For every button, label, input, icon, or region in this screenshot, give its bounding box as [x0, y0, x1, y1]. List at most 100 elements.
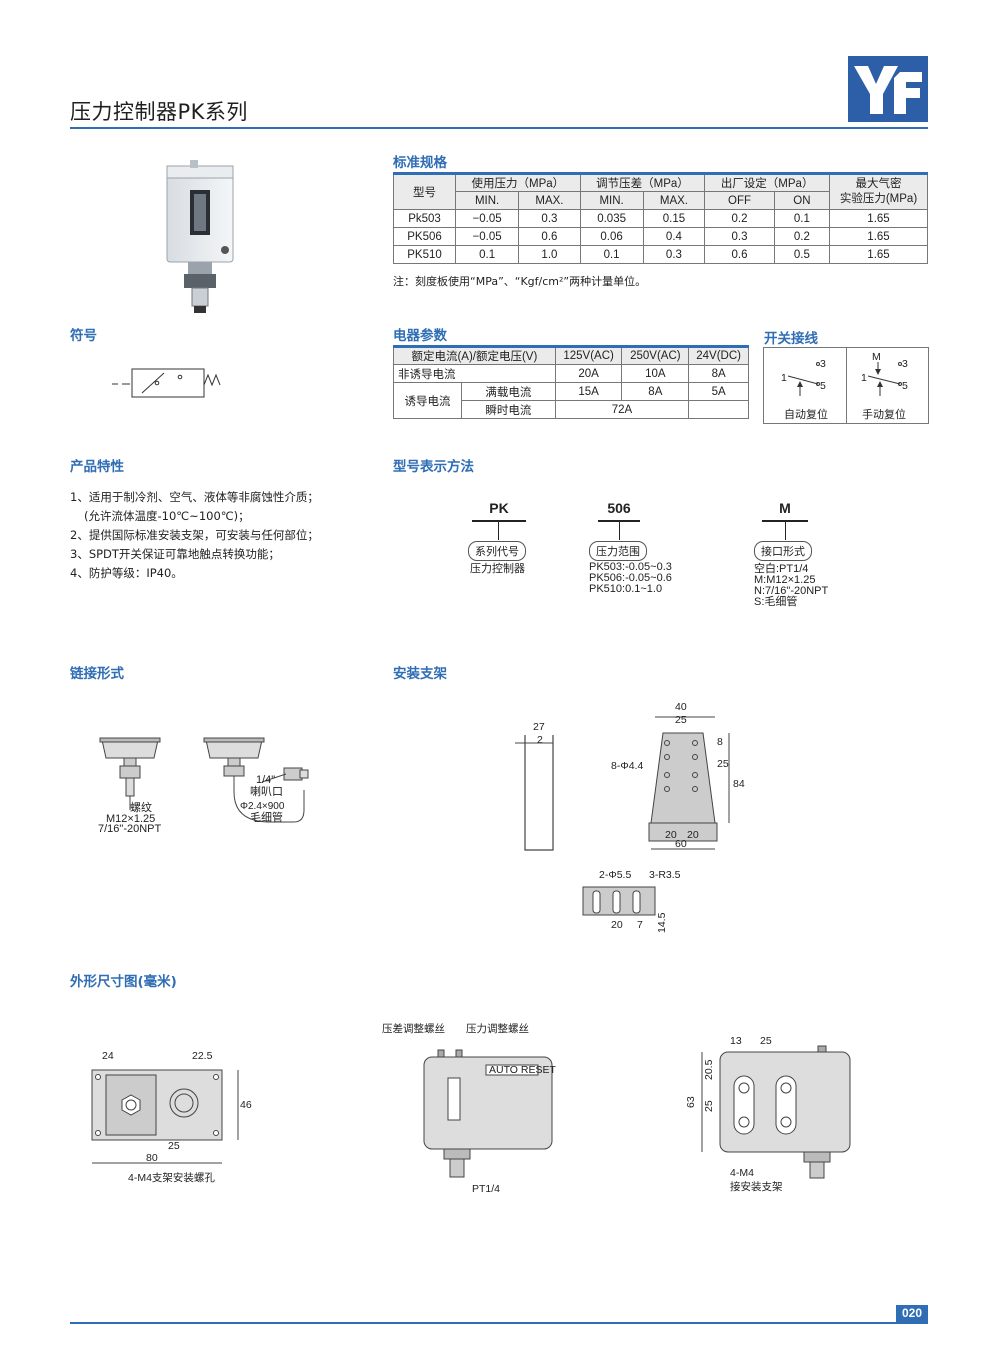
svg-text:4-M4: 4-M4 [730, 1167, 754, 1179]
model-tick-2 [619, 522, 620, 540]
model-code-pk: PK [489, 500, 509, 516]
model-code-506: 506 [607, 500, 631, 516]
svg-text:8: 8 [717, 736, 723, 748]
svg-text:20: 20 [687, 829, 699, 841]
elec-table: 额定电流(A)/额定电压(V) 125V(AC) 250V(AC) 24V(DC… [393, 345, 749, 419]
svg-text:PT1/4: PT1/4 [472, 1183, 500, 1195]
yf-logo [848, 56, 928, 122]
svg-text:20: 20 [665, 829, 677, 841]
th-125v: 125V(AC) [554, 346, 623, 365]
svg-text:2: 2 [537, 734, 543, 746]
list-item: 1、适用于制冷剂、空气、液体等非腐蚀性介质； [70, 490, 319, 504]
section-symbol: 符号 [70, 328, 97, 344]
section-model: 型号表示方法 [393, 459, 474, 475]
model-rule-3 [762, 520, 808, 522]
svg-text:1: 1 [781, 372, 787, 384]
model-rule-2 [598, 520, 640, 522]
conn-flare: 喇叭口 [250, 786, 283, 798]
th-diff: 调节压差（MPa） [579, 173, 706, 192]
page-number: 020 [896, 1305, 928, 1322]
svg-text:63: 63 [685, 1096, 697, 1108]
svg-text:5: 5 [902, 380, 908, 392]
th-max1: MAX. [518, 191, 581, 210]
svg-text:22.5: 22.5 [192, 1050, 213, 1062]
svg-text:14.5: 14.5 [656, 912, 668, 933]
th-on: ON [773, 191, 831, 210]
model-desc-1: 压力控制器 [470, 563, 525, 575]
svg-text:5: 5 [820, 380, 826, 392]
spec-table: 型号 使用压力（MPa） 调节压差（MPa） 出厂设定（MPa） 最大气密实验压… [393, 172, 928, 264]
svg-text:压差调整螺丝: 压差调整螺丝 [382, 1022, 445, 1035]
label-auto-reset: 自动复位 [784, 409, 828, 421]
spec-note: 注：刻度板使用“MPa”、“Kgf/cm²”两种计量单位。 [393, 275, 647, 288]
model-code-m: M [779, 500, 791, 516]
switch-diagram: 3 1 5 M 3 1 5 [781, 351, 908, 396]
svg-text:24: 24 [102, 1050, 114, 1062]
section-connection: 链接形式 [70, 666, 124, 682]
svg-text:13: 13 [730, 1035, 742, 1047]
pill-range: 压力范围 [589, 540, 647, 561]
svg-text:84: 84 [733, 778, 745, 790]
conn-m12: M12×1.25 [106, 813, 156, 825]
list-item: 4、防护等级：IP40。 [70, 566, 183, 580]
header-rule [70, 127, 928, 129]
svg-text:M: M [872, 351, 881, 363]
th-min1: MIN. [454, 191, 520, 210]
conn-npt: 7/16"-20NPT [98, 823, 162, 835]
th-factory: 出厂设定（MPa） [704, 173, 830, 192]
svg-text:7: 7 [637, 919, 643, 931]
svg-text:25: 25 [675, 714, 687, 726]
th-rated: 额定电流(A)/额定电压(V) [393, 346, 556, 365]
svg-text:3-R3.5: 3-R3.5 [649, 869, 681, 881]
svg-text:25: 25 [168, 1140, 180, 1152]
table-row: 瞬时电流 72A [394, 400, 749, 419]
model-tick-1 [498, 522, 499, 540]
th-off: OFF [704, 191, 775, 210]
th-max: 最大气密实验压力(MPa) [829, 173, 928, 210]
svg-text:25: 25 [703, 1100, 715, 1112]
page-title: 压力控制器PK系列 [70, 100, 248, 124]
section-features: 产品特性 [70, 459, 124, 475]
section-elec: 电器参数 [393, 328, 447, 344]
svg-text:3: 3 [820, 358, 826, 370]
conn-quarter: 1/4" [256, 774, 276, 786]
section-dimensions: 外形尺寸图(毫米) [70, 974, 177, 990]
model-tick-3 [785, 522, 786, 540]
svg-text:80: 80 [146, 1152, 158, 1164]
th-min2: MIN. [579, 191, 644, 210]
switch-symbol [112, 368, 221, 398]
svg-text:8-Φ4.4: 8-Φ4.4 [611, 760, 643, 772]
dim-front-view: 压差调整螺丝 压力调整螺丝 AUTO RESET PT1/4 [382, 1022, 556, 1195]
list-item: 3、SPDT开关保证可靠地触点转换功能； [70, 547, 280, 561]
connection-diagram [99, 737, 309, 823]
dim-back-view: 13 25 20.5 25 63 4-M4 接安装支架 [685, 1035, 851, 1193]
svg-text:压力调整螺丝: 压力调整螺丝 [466, 1022, 529, 1035]
svg-text:25: 25 [717, 758, 729, 770]
svg-text:接安装支架: 接安装支架 [730, 1180, 783, 1193]
section-switch: 开关接线 [764, 331, 818, 347]
svg-text:2-Φ5.5: 2-Φ5.5 [599, 869, 631, 881]
conn-capd: Φ2.4×900 [240, 801, 285, 812]
th-model: 型号 [393, 173, 456, 210]
svg-text:27: 27 [533, 721, 545, 733]
th-250v: 250V(AC) [621, 346, 690, 365]
th-max2: MAX. [642, 191, 706, 210]
svg-text:AUTO RESET: AUTO RESET [489, 1064, 556, 1076]
feature-list: 1、适用于制冷剂、空气、液体等非腐蚀性介质； (允许流体温度-10℃~100℃)… [70, 488, 319, 583]
bracket-drawing: 27 2 40 25 8 25 84 8-Φ4.4 20 20 60 2-Φ5.… [515, 701, 745, 933]
svg-text:46: 46 [240, 1099, 252, 1111]
svg-text:4-M4支架安装螺孔: 4-M4支架安装螺孔 [128, 1171, 215, 1184]
pill-port: 接口形式 [754, 540, 812, 561]
svg-text:3: 3 [902, 358, 908, 370]
th-pressure: 使用压力（MPa） [455, 173, 581, 192]
footer-rule [70, 1322, 928, 1324]
list-item: (允许流体温度-10℃~100℃)； [84, 509, 250, 523]
svg-text:60: 60 [675, 838, 687, 850]
model-rule-1 [472, 520, 526, 522]
conn-cap: 毛细管 [250, 812, 283, 824]
